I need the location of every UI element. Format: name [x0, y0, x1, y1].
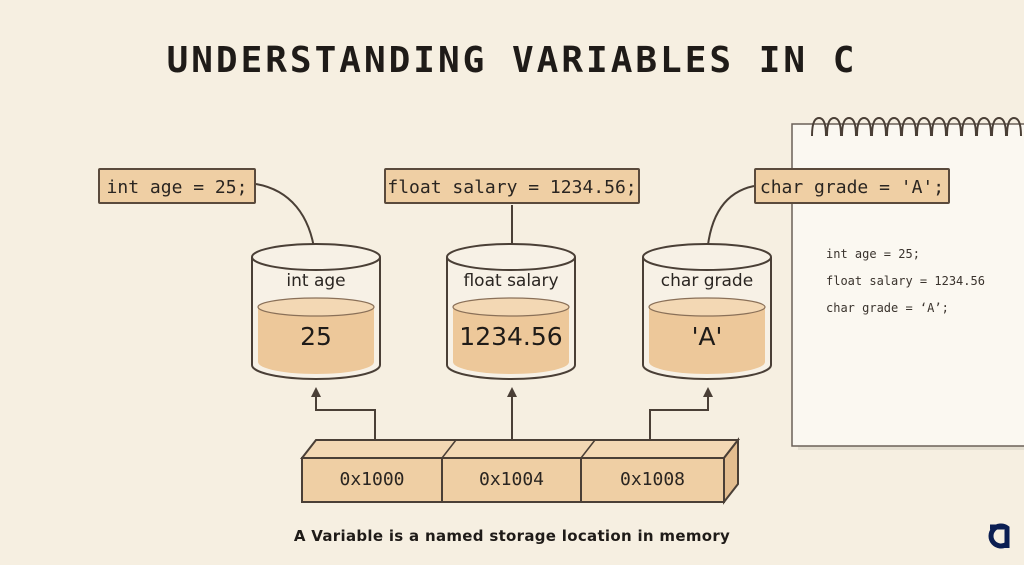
arrow-addr3-to-cylinder — [649, 387, 713, 452]
cylinder-char-grade — [642, 243, 772, 380]
memory-block — [299, 437, 741, 505]
cylinder-int-age — [251, 243, 381, 380]
cylinder-label-char-grade: char grade — [660, 271, 754, 291]
arrow-addr1-to-cylinder — [311, 387, 376, 452]
brand-logo-icon — [981, 521, 1013, 553]
memory-address-2: 0x1004 — [478, 469, 545, 490]
memory-address-1: 0x1000 — [339, 469, 405, 490]
cylinder-label-float-salary: float salary — [463, 271, 559, 291]
cylinder-value-float-salary: 1234.56 — [459, 322, 563, 351]
notebook-line: float salary = 1234.56 — [826, 274, 985, 288]
memory-address-3: 0x1008 — [619, 469, 686, 490]
page-title: UNDERSTANDING VARIABLES IN C — [166, 40, 858, 81]
caption: A Variable is a named storage location i… — [293, 527, 731, 545]
code-label-char-grade: char grade = 'A'; — [754, 168, 950, 204]
cylinder-label-int-age: int age — [286, 271, 346, 291]
arrow-grade-to-cylinder — [702, 185, 755, 259]
code-label-float-salary: float salary = 1234.56; — [384, 168, 640, 204]
cylinder-value-int-age: 25 — [300, 322, 332, 351]
cylinder-float-salary — [446, 243, 576, 380]
code-label-int-age: int age = 25; — [98, 168, 256, 204]
notebook-line: int age = 25; — [826, 247, 920, 261]
notebook-line: char grade = ‘A’; — [826, 301, 949, 315]
notebook-spiral — [811, 116, 1022, 137]
cylinder-value-char-grade: 'A' — [691, 322, 723, 351]
arrow-age-to-cylinder — [255, 183, 320, 259]
